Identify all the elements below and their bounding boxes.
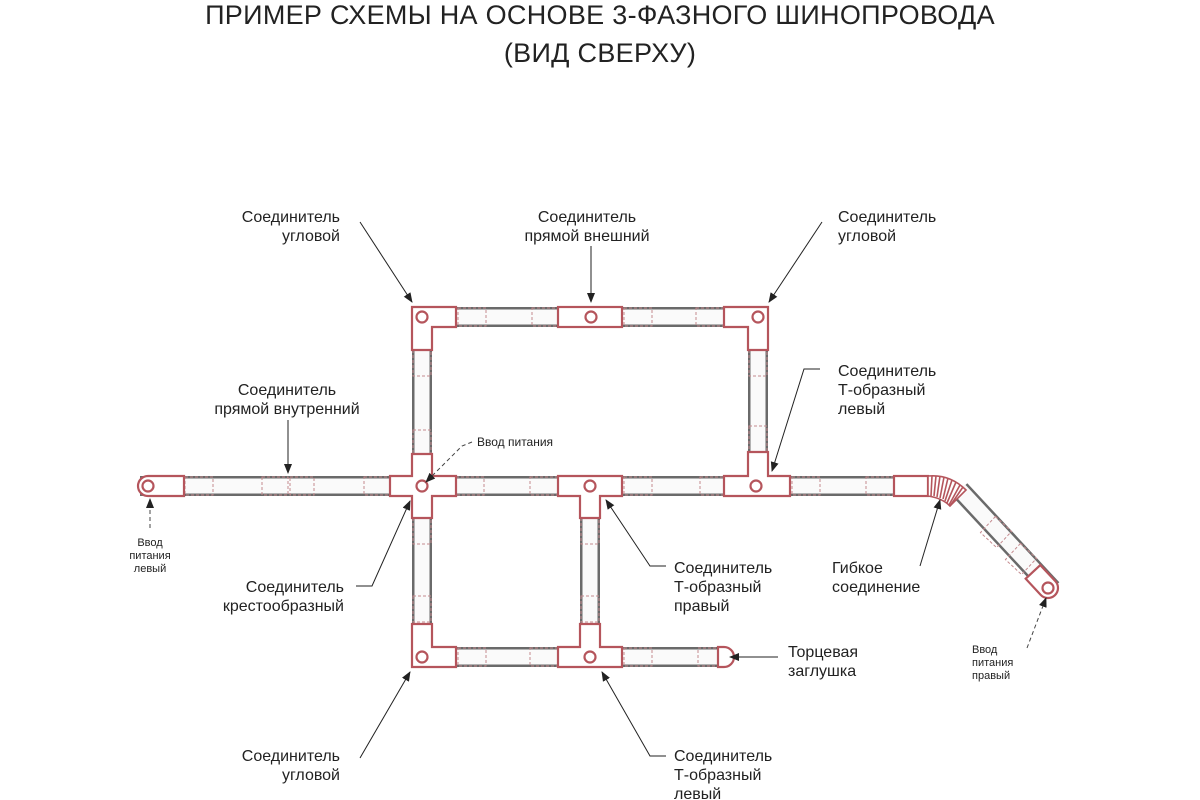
flexible-joint: [927, 474, 968, 508]
diagram-title: ПРИМЕР СХЕМЫ НА ОСНОВЕ 3-ФАЗНОГО ШИНОПРО…: [205, 0, 995, 30]
connector-flexible-housing: [892, 474, 930, 498]
hole-icon: [583, 650, 597, 664]
label-power-input: Ввод питания: [477, 435, 553, 449]
label-end-cap-2: заглушка: [788, 663, 856, 680]
rail-contacts: [184, 307, 1038, 667]
label-straight-internal-2: прямой внутренний: [214, 401, 359, 418]
label-straight-internal-1: Соединитель: [238, 382, 336, 399]
label-flexible-2: соединение: [832, 579, 920, 596]
hole-icon: [415, 479, 429, 493]
label-corner-top-right-1: Соединитель: [838, 209, 936, 226]
label-end-cap-1: Торцевая: [788, 644, 858, 661]
mounting-holes: [141, 310, 1055, 664]
label-straight-external-2: прямой внешний: [524, 228, 649, 245]
hole-icon: [751, 310, 765, 324]
connector-t-left-upper: [722, 450, 792, 498]
label-corner-bottom-left-2: угловой: [282, 767, 340, 784]
label-cross-2: крестообразный: [223, 598, 344, 615]
label-t-left-upper-2: Т-образный: [838, 382, 925, 399]
label-cross-1: Соединитель: [246, 579, 344, 596]
label-t-right-2: Т-образный: [674, 579, 761, 596]
hole-icon: [415, 650, 429, 664]
label-t-left-lower-1: Соединитель: [674, 748, 772, 765]
label-power-right-2: питания: [972, 657, 1013, 669]
leader-lines: [146, 221, 1047, 759]
hole-icon: [1041, 581, 1055, 595]
label-t-left-lower-2: Т-образный: [674, 767, 761, 784]
hole-icon: [141, 479, 155, 493]
label-t-right-1: Соединитель: [674, 560, 772, 577]
label-corner-top-right-2: угловой: [838, 228, 896, 245]
connector-t-right: [556, 474, 624, 520]
hole-icon: [583, 479, 597, 493]
hole-icon: [415, 310, 429, 324]
label-t-left-upper-1: Соединитель: [838, 363, 936, 380]
label-straight-external-1: Соединитель: [538, 209, 636, 226]
label-flexible-1: Гибкое: [832, 560, 883, 577]
hole-icon: [584, 310, 598, 324]
label-power-left-1: Ввод: [137, 537, 163, 549]
label-power-right-1: Ввод: [972, 644, 998, 656]
diagram-subtitle: (ВИД СВЕРХУ): [503, 38, 697, 68]
label-corner-top-left-1: Соединитель: [242, 209, 340, 226]
labels: Соединитель угловой Соединитель прямой в…: [129, 209, 1013, 800]
label-power-right-3: правый: [972, 670, 1010, 682]
label-corner-top-left-2: угловой: [282, 228, 340, 245]
label-corner-bottom-left-1: Соединитель: [242, 748, 340, 765]
label-power-left-3: левый: [134, 563, 166, 575]
label-t-right-3: правый: [674, 598, 729, 615]
hole-icon: [749, 479, 763, 493]
connector-t-left-lower: [556, 622, 624, 669]
label-power-left-2: питания: [129, 550, 170, 562]
label-t-left-upper-3: левый: [838, 401, 885, 418]
label-t-left-lower-3: левый: [674, 786, 721, 800]
